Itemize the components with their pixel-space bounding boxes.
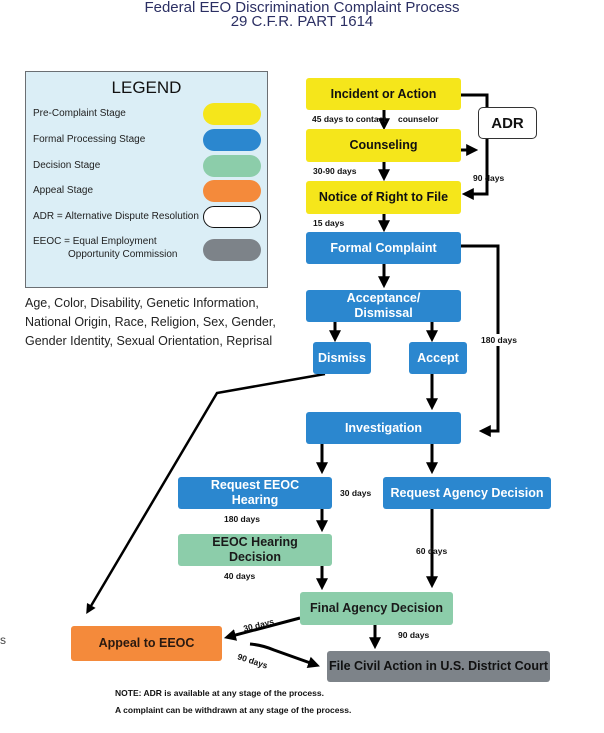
node-request-agency-decision: Request Agency Decision (383, 477, 551, 509)
note-withdrawal: A complaint can be withdrawn at any stag… (115, 705, 352, 715)
arrow-appeal-to-civil-action (249, 642, 320, 669)
bases-line: Age, Color, Disability, Genetic Informat… (25, 296, 259, 310)
node-request-eeoc-hearing: Request EEOC Hearing (178, 477, 332, 509)
diagram-subtitle: 29 C.F.R. PART 1614 (230, 13, 374, 30)
legend-swatch-yellow (203, 103, 261, 125)
node-final-agency-decision: Final Agency Decision (300, 592, 453, 625)
legend-swatch-blue (203, 129, 261, 151)
timeline-label-60-days: 60 days (416, 546, 448, 556)
node-label-line: Decision (228, 550, 282, 564)
legend-label: Appeal Stage (33, 185, 94, 196)
timeline-label-adr-90-days: 90 days (473, 173, 505, 183)
arrow-adr-to-notice (461, 139, 489, 200)
node-accept: Accept (409, 342, 467, 374)
legend-swatch-green (203, 155, 261, 177)
stray-glyph: s (0, 633, 6, 647)
node-appeal-to-eeoc: Appeal to EEOC (71, 626, 222, 661)
node-notice-of-right-to-file: Notice of Right to File (306, 181, 461, 214)
timeline-label-fad-90-days: 90 days (398, 630, 430, 640)
legend-label: Decision Stage (33, 160, 101, 171)
legend-item-adr: ADR = Alternative Dispute Resolution (33, 206, 264, 230)
note-adr-availability: NOTE: ADR is available at any stage of t… (115, 688, 324, 698)
timeline-label-30-90-days: 30-90 days (313, 166, 357, 176)
legend-swatch-gray (203, 239, 261, 261)
timeline-label-hearing-180-days: 180 days (224, 514, 260, 524)
node-eeoc-hearing-decision: EEOC Hearing Decision (178, 534, 332, 566)
node-counseling: Counseling (306, 129, 461, 162)
node-incident-or-action: Incident or Action (306, 78, 461, 110)
legend-item-formal-processing: Formal Processing Stage (33, 129, 264, 153)
legend-label: EEOC = Equal Employment (33, 236, 157, 247)
legend-label: ADR = Alternative Dispute Resolution (33, 211, 199, 222)
legend-item-decision: Decision Stage (33, 155, 264, 179)
arrow-dismiss-to-appeal (86, 372, 326, 615)
timeline-label-180-days: 180 days (481, 334, 517, 346)
node-label-line: Acceptance/ (346, 291, 421, 305)
legend-label: Formal Processing Stage (33, 134, 146, 145)
protected-bases-text: Age, Color, Disability, Genetic Informat… (25, 294, 295, 351)
node-label-line: EEOC Hearing (212, 535, 298, 549)
node-label-line: Request EEOC (210, 478, 300, 492)
legend-label-continued: Opportunity Commission (68, 249, 178, 260)
bases-line: National Origin, Race, Religion, Sex, Ge… (25, 315, 276, 329)
timeline-label-40-days: 40 days (224, 571, 256, 581)
timeline-label-15-days: 15 days (313, 218, 345, 228)
timeline-label-counselor: counselor (398, 114, 439, 124)
legend-item-appeal: Appeal Stage (33, 180, 264, 204)
node-investigation: Investigation (306, 412, 461, 444)
node-adr: ADR (478, 107, 537, 139)
legend-swatch-white (203, 206, 261, 228)
node-formal-complaint: Formal Complaint (306, 232, 461, 264)
legend-item-pre-complaint: Pre-Complaint Stage (33, 103, 264, 127)
legend-label: Pre-Complaint Stage (33, 108, 126, 119)
node-dismiss: Dismiss (313, 342, 371, 374)
node-acceptance-dismissal: Acceptance/ Dismissal (306, 290, 461, 322)
node-label-line: Dismissal (354, 306, 413, 320)
legend-item-eeoc: EEOC = Equal Employment Opportunity Comm… (33, 236, 264, 270)
legend-panel: LEGEND Pre-Complaint Stage Formal Proces… (25, 71, 268, 288)
node-label-line: Hearing (231, 493, 279, 507)
arrow-fad-to-appeal (223, 616, 301, 641)
bases-line: Gender Identity, Sexual Orientation, Rep… (25, 334, 273, 348)
timeline-label-45-days: 45 days to contact (312, 114, 387, 124)
diagram-title: Federal EEO Discrimination Complaint Pro… (144, 0, 460, 16)
timeline-label-30-days: 30 days (340, 488, 372, 498)
legend-swatch-orange (203, 180, 261, 202)
legend-title: LEGEND (111, 78, 182, 97)
line-incident-to-adr (461, 93, 489, 107)
node-file-civil-action: File Civil Action in U.S. District Court (327, 651, 550, 682)
